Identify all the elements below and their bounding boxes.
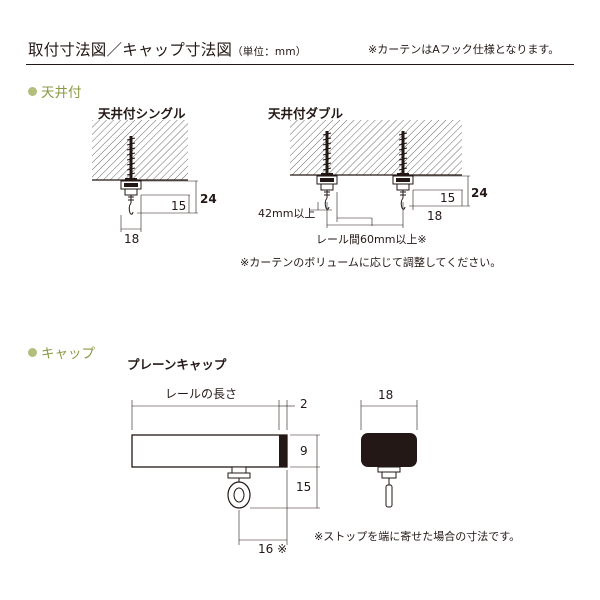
double-ceiling-diagram xyxy=(290,120,470,228)
single-dim-height: 24 xyxy=(200,192,217,206)
hook-note: ※カーテンはAフック仕様となります。 xyxy=(368,43,560,56)
spacing-label: レール間60mm以上※ xyxy=(316,233,427,246)
bullet-icon xyxy=(28,348,37,357)
double-dim-inner: 15 xyxy=(440,191,456,205)
ceiling-hatch xyxy=(92,120,188,180)
header-divider xyxy=(26,64,574,65)
stop-note: ※ストップを端に寄せた場合の寸法です。 xyxy=(314,530,521,543)
cap-dim-gap: 2 xyxy=(300,397,308,411)
ceiling-hatch xyxy=(290,120,462,175)
section-cap: キャップ xyxy=(28,342,95,362)
cap-side-diagram xyxy=(131,400,320,545)
volume-note: ※カーテンのボリュームに応じて調整してください。 xyxy=(240,256,502,269)
double-title: 天井付ダブル xyxy=(268,106,344,121)
cap-front xyxy=(361,433,417,467)
double-dim-height: 24 xyxy=(471,186,488,200)
section-ceiling: 天井付 xyxy=(28,81,82,101)
cap-dim-runner: 15 xyxy=(296,480,312,494)
offset-label: 42mm以上 xyxy=(258,207,316,220)
rail-body xyxy=(131,434,288,468)
unit-label: （単位：mm） xyxy=(232,46,307,58)
cap-front-diagram xyxy=(360,400,418,508)
ring-icon xyxy=(385,484,393,508)
end-cap xyxy=(279,435,287,467)
cap-dim-depth: 16 ※ xyxy=(258,542,288,556)
single-title: 天井付シングル xyxy=(98,106,186,121)
double-dim-width: 18 xyxy=(427,209,443,223)
cap-dim-width: 18 xyxy=(378,388,394,402)
single-ceiling-diagram xyxy=(92,120,198,232)
single-dim-width: 18 xyxy=(124,232,140,246)
bullet-icon xyxy=(28,87,37,96)
cap-dim-height: 9 xyxy=(300,444,308,458)
rail-length-label: レールの長さ xyxy=(165,387,238,401)
single-dim-inner: 15 xyxy=(171,199,187,213)
rail-icon xyxy=(120,180,142,215)
page-title: 取付寸法図／キャップ寸法図（単位：mm） xyxy=(28,41,307,59)
cap-title: プレーンキャップ xyxy=(127,357,227,372)
